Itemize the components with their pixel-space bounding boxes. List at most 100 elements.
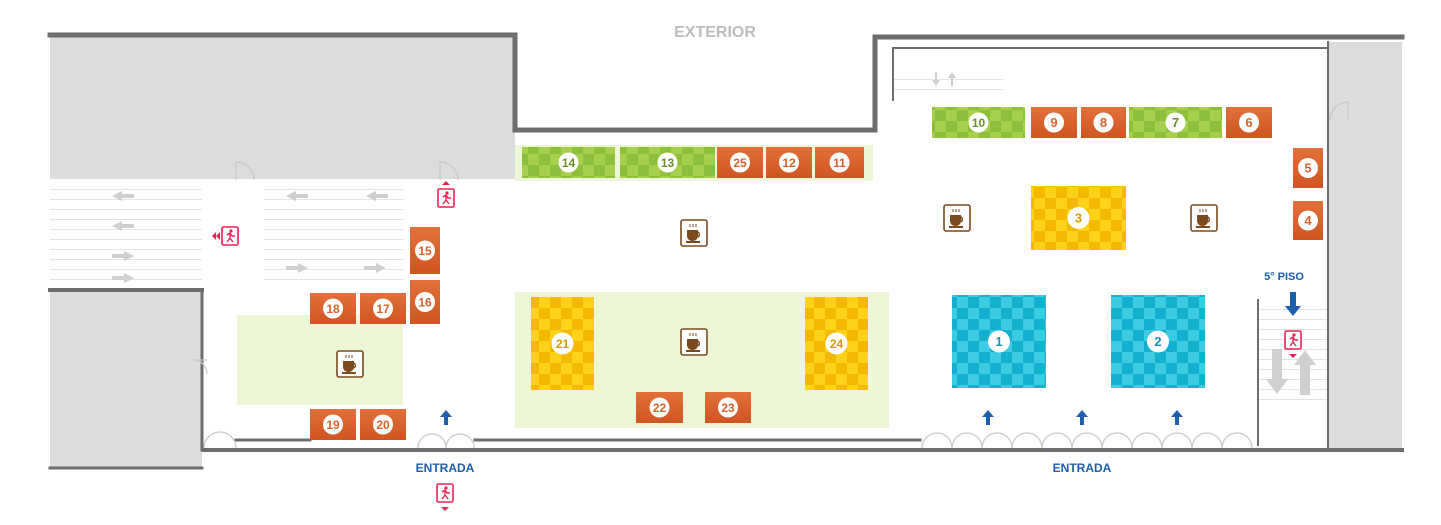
stand-badge: [1093, 112, 1114, 133]
stand-10[interactable]: 10: [932, 107, 1025, 138]
stand-number: 13: [661, 156, 675, 170]
stand-15[interactable]: 15: [410, 227, 440, 274]
stand-badge: [558, 152, 579, 173]
stand-badge: [649, 397, 670, 418]
entrance-arrow-icon: [1171, 410, 1183, 425]
stand-12[interactable]: 12: [766, 147, 812, 178]
stand-13[interactable]: 13: [620, 147, 715, 178]
entrance-arrow-icon: [982, 410, 994, 425]
stand-6[interactable]: 6: [1226, 107, 1272, 138]
stairs-arrows: [112, 72, 1316, 395]
stand-7[interactable]: 7: [1129, 107, 1222, 138]
coffee-points: [336, 204, 1218, 378]
stand-badge: [1067, 207, 1090, 229]
stand-number: 22: [653, 401, 667, 415]
coffee-icon: [336, 350, 364, 378]
stand-number: 9: [1050, 115, 1057, 130]
floor-down-arrow-icon: [1285, 292, 1301, 316]
stairs-top-right: [893, 70, 1003, 96]
label-exterior: EXTERIOR: [674, 24, 756, 41]
label-floor: 5° PISO: [1264, 271, 1304, 283]
stand-badge: [323, 298, 343, 319]
stand-number: 19: [326, 418, 340, 432]
stand-number: 3: [1075, 211, 1082, 226]
emergency-exit-icon: [212, 226, 239, 246]
stand-number: 1: [995, 334, 1002, 349]
stand-badge: [1147, 330, 1169, 353]
coffee-icon: [943, 204, 971, 232]
emergency-exit-icon: [437, 181, 455, 208]
stand-badge: [323, 414, 343, 435]
stand-number: 18: [326, 302, 340, 316]
stand-16[interactable]: 16: [410, 280, 440, 324]
stand-8[interactable]: 8: [1081, 107, 1126, 138]
stand-badge: [968, 112, 989, 133]
stand-19[interactable]: 19: [310, 409, 356, 440]
stand-number: 4: [1304, 213, 1312, 228]
stand-1[interactable]: 1: [952, 295, 1046, 388]
stand-badge: [718, 397, 738, 418]
stand-20[interactable]: 20: [360, 409, 406, 440]
stand-number: 17: [376, 302, 390, 316]
stand-21[interactable]: 21: [531, 297, 594, 390]
stand-25[interactable]: 25: [717, 147, 763, 178]
label-entrada-left: ENTRADA: [416, 461, 475, 475]
label-entrada-right: ENTRADA: [1053, 461, 1112, 475]
stand-14[interactable]: 14: [522, 147, 615, 178]
stand-number: 15: [418, 244, 432, 258]
stand-badge: [829, 152, 850, 173]
stand-17[interactable]: 17: [360, 293, 406, 324]
stand-badge: [1165, 112, 1186, 133]
stand-badge: [373, 414, 393, 435]
stand-badge: [415, 292, 435, 312]
stand-number: 12: [782, 156, 796, 170]
stand-number: 16: [418, 296, 432, 310]
emergency-exit-icon: [436, 483, 454, 511]
stand-9[interactable]: 9: [1031, 107, 1077, 138]
stand-badge: [825, 332, 848, 355]
stand-number: 23: [721, 401, 735, 415]
doors: [192, 101, 1349, 449]
stand-5[interactable]: 5: [1293, 148, 1323, 188]
stand-badge: [1044, 112, 1064, 133]
stand-badge: [779, 152, 799, 173]
stand-badge: [988, 330, 1010, 353]
stand-2[interactable]: 2: [1111, 295, 1205, 388]
stand-3[interactable]: 3: [1031, 186, 1126, 250]
zone-left: [237, 315, 403, 405]
coffee-icon: [680, 219, 708, 247]
stand-number: 6: [1245, 115, 1252, 130]
stand-22[interactable]: 22: [636, 392, 683, 423]
stand-number: 24: [830, 337, 844, 351]
stand-badge: [1298, 158, 1318, 178]
stand-24[interactable]: 24: [805, 297, 868, 390]
stand-number: 25: [733, 156, 747, 170]
stand-number: 11: [833, 156, 846, 170]
emergency-exits: [212, 181, 1302, 511]
right-entrance-doors: [921, 432, 1253, 449]
stand-18[interactable]: 18: [310, 293, 356, 324]
stand-number: 21: [556, 337, 570, 351]
room-top-left: [50, 33, 515, 179]
stand-badge: [551, 332, 574, 355]
stand-badge: [1239, 112, 1259, 133]
room-right: [1328, 42, 1402, 448]
stand-23[interactable]: 23: [705, 392, 751, 423]
stand-number: 7: [1172, 115, 1179, 130]
coffee-icon: [1190, 204, 1218, 232]
entrance-arrow-icon: [1076, 410, 1088, 425]
stand-badge: [1298, 210, 1318, 231]
stairs-icon: [112, 72, 1316, 395]
entrance-arrow-icon: [440, 410, 452, 425]
stand-number: 20: [376, 418, 390, 432]
coffee-icon: [680, 328, 708, 356]
stand-badge: [657, 152, 678, 173]
stand-4[interactable]: 4: [1293, 201, 1323, 240]
stand-number: 2: [1154, 334, 1161, 349]
stand-number: 14: [562, 156, 576, 170]
stand-11[interactable]: 11: [815, 147, 864, 178]
stand-badge: [730, 152, 750, 173]
walls: [47, 32, 1405, 470]
wall-top-left: [47, 32, 1405, 133]
